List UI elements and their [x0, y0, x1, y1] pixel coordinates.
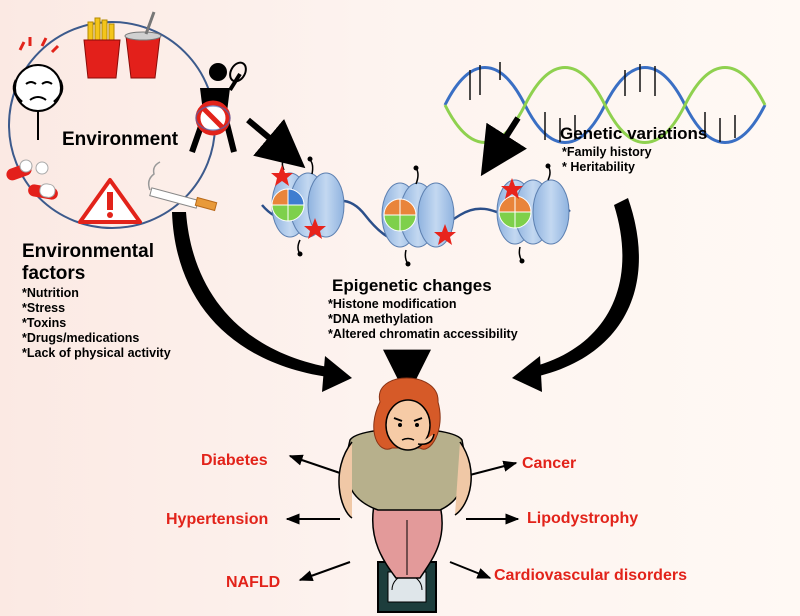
fast-food-icon — [83, 11, 162, 79]
nucleosome-2 — [381, 165, 456, 267]
epigenetic-changes-title: Epigenetic changes — [332, 276, 492, 295]
warning-sign-icon — [78, 178, 142, 224]
outcome-nafld: NAFLD — [226, 574, 281, 591]
genetic-variations-list: *Family history * Heritability — [562, 145, 652, 175]
outcome-cardiovascular-disorders: Cardiovascular disorders — [494, 567, 687, 584]
no-exercise-icon — [189, 61, 247, 153]
arrow-environment-to-chromatin — [246, 117, 306, 169]
environmental-factor-item: *Toxins — [22, 316, 67, 330]
environmental-factor-item: *Lack of physical activity — [22, 346, 171, 360]
epigenetic-change-item: *Altered chromatin accessibility — [328, 327, 518, 341]
person-on-scale-icon — [338, 377, 472, 613]
epigenetic-change-item: *Histone modification — [328, 297, 457, 311]
genetic-variation-item: * Heritability — [562, 160, 635, 174]
outcome-diabetes: Diabetes — [201, 452, 268, 469]
environmental-factor-item: *Stress — [22, 301, 66, 315]
outcome-cancer: Cancer — [522, 455, 577, 472]
environmental-factor-item: *Drugs/medications — [22, 331, 140, 345]
curved-arrow-environment-to-person — [172, 212, 352, 392]
nucleosome-3 — [496, 163, 570, 264]
environmental-factors-list: *Nutrition *Stress *Toxins *Drugs/medica… — [22, 286, 171, 361]
arrow-genetics-to-chromatin — [480, 116, 527, 177]
outcome-lipodystrophy: Lipodystrophy — [527, 510, 639, 527]
outcome-arrows — [285, 454, 520, 582]
epigenetic-change-item: *DNA methylation — [328, 312, 434, 326]
pills-icon — [6, 159, 58, 200]
genetic-variation-item: *Family history — [562, 145, 652, 159]
cigarette-icon — [147, 161, 218, 212]
nucleosome-1 — [271, 153, 345, 257]
environmental-factor-item: *Nutrition — [22, 286, 79, 300]
environmental-factors-title: Environmental factors — [22, 241, 154, 285]
environmental-factors-title-line1: Environmental — [22, 241, 154, 262]
environment-label: Environment — [62, 129, 179, 150]
genetic-variations-title: Genetic variations — [560, 124, 708, 143]
environmental-factors-title-line2: factors — [22, 263, 86, 284]
epigenetic-changes-list: *Histone modification *DNA methylation *… — [328, 297, 518, 342]
outcome-hypertension: Hypertension — [166, 511, 269, 528]
stressed-person-icon — [12, 37, 64, 140]
curved-arrow-genetics-to-person — [512, 198, 639, 392]
